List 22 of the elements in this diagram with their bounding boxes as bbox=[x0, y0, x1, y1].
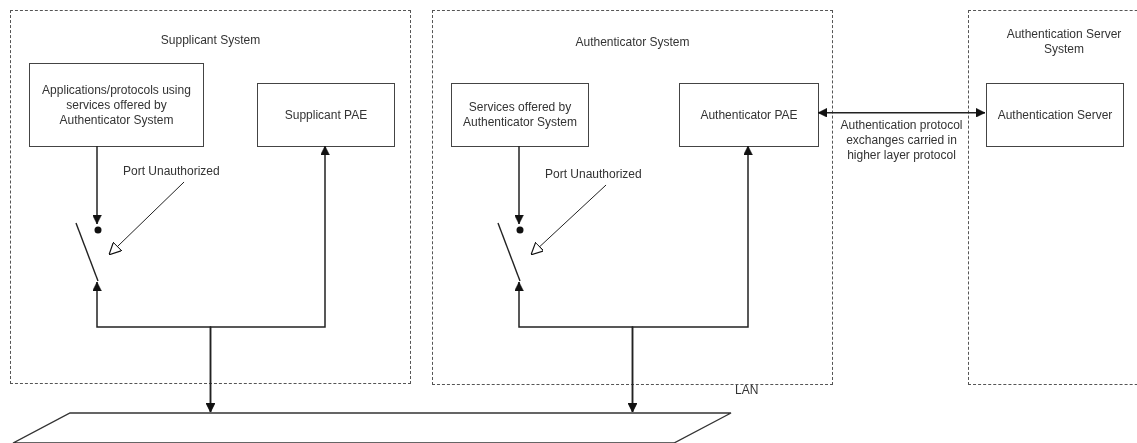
component-box: Supplicant PAE bbox=[257, 83, 395, 147]
arrow bbox=[514, 145, 524, 225]
callout-label: Port Unauthorized bbox=[545, 167, 677, 183]
system-group bbox=[10, 10, 411, 384]
arrow bbox=[627, 145, 753, 413]
system-group bbox=[432, 10, 833, 385]
component-box: Services offered by Authenticator System bbox=[451, 83, 589, 147]
leader-arrow bbox=[530, 184, 607, 256]
callout-label: Port Unauthorized bbox=[123, 164, 255, 180]
component-box: Authenticator PAE bbox=[679, 83, 819, 147]
group-title: Authentication Server System bbox=[1005, 27, 1123, 57]
network-label: LAN bbox=[735, 383, 759, 398]
arrow bbox=[92, 145, 102, 225]
component-box: Authentication Server bbox=[986, 83, 1124, 147]
edge-label: Authentication protocol exchanges carried in higher layer protocol bbox=[839, 117, 964, 163]
group-title: Supplicant System bbox=[159, 33, 262, 48]
group-title: Authenticator System bbox=[574, 35, 691, 50]
leader-arrow bbox=[108, 181, 185, 256]
system-group bbox=[968, 10, 1137, 385]
arrow bbox=[817, 108, 986, 118]
component-box: Applications/protocols using services offered by Authenticator System bbox=[29, 63, 204, 147]
arrow bbox=[205, 145, 330, 413]
